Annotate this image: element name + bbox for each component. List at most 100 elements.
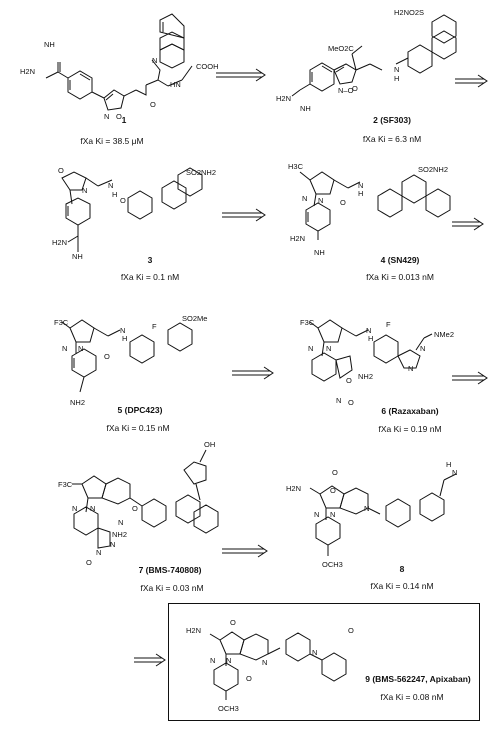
atom-label-c5: N	[62, 344, 68, 353]
compound-6-label: 6 (Razaxaban)	[381, 406, 439, 416]
atom-label-c9: O	[246, 674, 252, 683]
atom-label-c2: H2N	[276, 94, 292, 103]
atom-label-c1: NH	[44, 40, 55, 49]
structure-compound-4	[299, 171, 451, 240]
atom-label-c7: O	[132, 504, 138, 513]
atom-label-c6: N	[308, 344, 314, 353]
compound-4-label: 4 (SN429)	[380, 255, 420, 265]
atom-label-c4: H3C	[288, 162, 304, 171]
structure-compound-3	[61, 167, 203, 252]
compound-3-ki: fXa Ki = 0.1 nM	[120, 272, 180, 282]
atom-label-c5: O	[104, 352, 110, 361]
atom-label-c1: O	[150, 100, 156, 109]
atom-label-c6: H	[368, 334, 374, 343]
atom-label-c4: N	[358, 181, 364, 190]
atom-label-c9: N	[312, 648, 318, 657]
atom-label-c4: N	[318, 196, 324, 205]
atom-label-c4: N	[302, 194, 308, 203]
compound-4-ki: fXa Ki = 0.013 nM	[366, 272, 434, 282]
atom-label-c4: H	[358, 189, 364, 198]
atom-label-c3: N	[82, 186, 88, 195]
arrow-8-to-9	[134, 653, 166, 667]
compound-7-label: 7 (BMS-740808)	[138, 565, 202, 575]
atom-label-c5: F	[152, 322, 157, 331]
atom-label-c9: N	[210, 656, 216, 665]
structure-compound-2	[291, 14, 457, 97]
highlight-box-apixaban	[168, 603, 480, 721]
structure-compound-8	[309, 473, 457, 556]
atom-label-c8: N	[452, 468, 458, 477]
atom-label-c3: NH	[72, 252, 83, 261]
atom-label-c5: SO2Me	[182, 314, 208, 323]
atom-label-c2: O	[352, 84, 358, 93]
atom-label-c8: H2N	[286, 484, 302, 493]
atom-label-c7: N	[118, 518, 124, 527]
atom-label-c1: HN	[170, 80, 181, 89]
atom-label-c2: H	[394, 74, 400, 83]
atom-label-c9: H2N	[186, 626, 202, 635]
atom-label-c9: O	[348, 626, 354, 635]
atom-label-c6: N	[420, 344, 426, 353]
compound-9-label: 9 (BMS-562247, Apixaban)	[365, 674, 471, 684]
atom-label-c1: O	[116, 112, 122, 121]
atom-label-c5: N	[120, 326, 126, 335]
atom-label-c6: N	[326, 344, 332, 353]
atom-label-c1: N	[152, 56, 158, 65]
atom-label-c1: H2N	[20, 67, 36, 76]
compound-8-number: 8	[399, 564, 405, 574]
atom-label-c8: O	[332, 468, 338, 477]
arrow-3-to-4	[222, 208, 266, 222]
atom-label-c7: N	[72, 504, 78, 513]
structure-compound-9	[209, 631, 347, 700]
atom-label-c9: O	[230, 618, 236, 627]
compound-1-number: 1	[121, 115, 127, 125]
atom-label-c1: COOH	[196, 62, 219, 71]
compound-7-ki: fXa Ki = 0.03 nM	[140, 583, 204, 593]
atom-label-c7: F3C	[58, 480, 73, 489]
atom-label-c6: N	[408, 364, 414, 373]
structure-compound-6	[309, 319, 433, 382]
atom-label-c4: O	[340, 198, 346, 207]
compound-1-ki: fXa Ki = 38.5 μM	[80, 136, 144, 146]
atom-label-c1: N	[104, 112, 110, 121]
atom-label-c5: NH2	[70, 398, 86, 407]
compound-2-label: 2 (SF303)	[373, 115, 411, 125]
structure-compound-5	[61, 319, 193, 393]
atom-label-c3: N	[108, 181, 114, 190]
atom-label-c4: SO2NH2	[418, 165, 449, 174]
atom-label-c6: F3C	[300, 318, 315, 327]
arrow-4-to-5	[452, 217, 484, 231]
atom-label-c2: MeO2C	[328, 44, 354, 53]
atom-label-c8: N	[364, 504, 370, 513]
compound-6-ki: fXa Ki = 0.19 nM	[378, 424, 442, 434]
atom-label-c2: N	[394, 65, 400, 74]
atom-label-c6: N	[366, 326, 372, 335]
atom-label-c6: O	[346, 376, 352, 385]
atom-label-c8: O	[330, 486, 336, 495]
atom-label-c6: F	[386, 320, 391, 329]
compound-2-ki: fXa Ki = 6.3 nM	[362, 134, 422, 144]
arrow-2-to-3	[455, 74, 488, 88]
atom-label-c9: N	[226, 656, 232, 665]
atom-label-c3: H2N	[52, 238, 68, 247]
atom-label-c6: NMe2	[434, 330, 455, 339]
atom-label-c7: NH2	[112, 530, 128, 539]
arrow-1-to-2	[216, 68, 266, 82]
atom-label-c3: SO2NH2	[186, 168, 217, 177]
atom-label-c2: NH	[300, 104, 311, 113]
atom-label-c8: N	[314, 510, 320, 519]
atom-label-c2: H2NO2S	[394, 8, 425, 17]
atom-label-c7: N	[110, 540, 116, 549]
arrow-5-to-6	[232, 366, 274, 380]
atom-label-c5: F3C	[54, 318, 69, 327]
compound-8-ki: fXa Ki = 0.14 nM	[370, 581, 434, 591]
structure-compound-1	[45, 13, 193, 111]
atom-label-c6: N	[336, 396, 342, 405]
atom-label-c7: N	[96, 548, 102, 557]
atom-label-c6: NH2	[358, 372, 374, 381]
atom-label-c3: O	[58, 166, 64, 175]
atom-label-c6: O	[348, 398, 354, 407]
atom-label-c4: H2N	[290, 234, 306, 243]
atom-label-c5: N	[78, 344, 84, 353]
